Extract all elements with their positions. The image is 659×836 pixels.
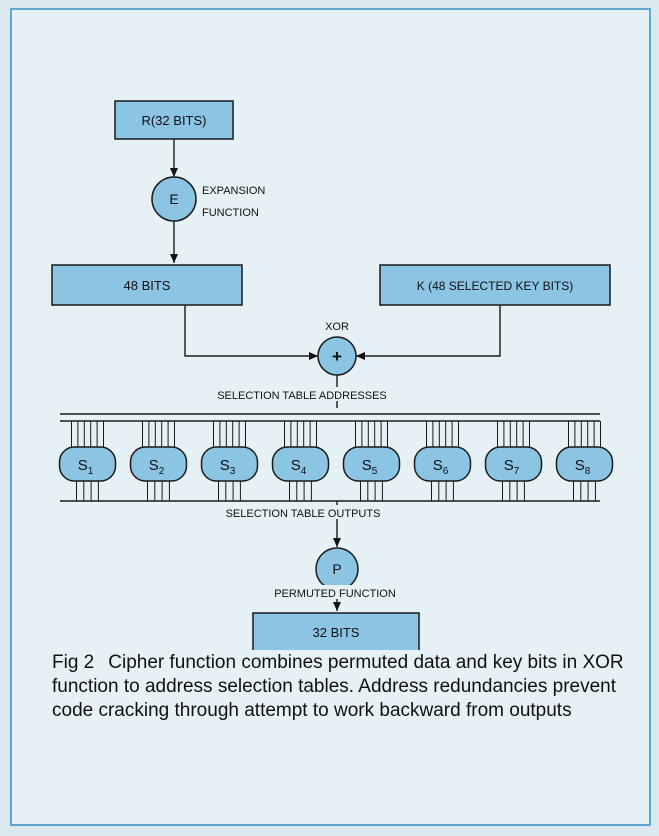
s6-box xyxy=(413,446,472,482)
key-label: K (48 SELECTED KEY BITS) xyxy=(417,279,574,293)
expansion-label-line2: FUNCTION xyxy=(202,207,259,219)
s5-box xyxy=(342,446,401,482)
bits32-label: 32 BITS xyxy=(313,625,360,640)
figure-frame xyxy=(10,8,651,826)
s7-subscript: 7 xyxy=(514,466,520,477)
selection-addresses-label-bg xyxy=(196,387,408,401)
key-box xyxy=(379,264,611,306)
permuted-label-bg xyxy=(265,585,405,599)
bits32-box xyxy=(252,612,420,650)
key-to-xor-arrow xyxy=(356,305,501,360)
s7-box xyxy=(484,446,543,482)
permuted-function-label: PERMUTED FUNCTION xyxy=(274,588,396,600)
permutation-circle-label: P xyxy=(332,561,341,577)
bits48-box xyxy=(51,264,243,306)
caption-text: Cipher function combines permuted data a… xyxy=(52,652,624,721)
s3-box xyxy=(200,446,259,482)
xor-symbol: + xyxy=(332,347,342,366)
s8-box xyxy=(555,446,614,482)
selection-outputs-label-bg xyxy=(214,505,392,519)
s2-subscript: 2 xyxy=(159,466,165,477)
cipher-function-diagram: R(32 BITS) E EXPANSION FUNCTION 48 BITS … xyxy=(51,100,614,650)
s4-box xyxy=(271,446,330,482)
s5-subscript: 5 xyxy=(372,466,378,477)
s1-box xyxy=(58,446,117,482)
s2-box xyxy=(129,446,188,482)
r-input-box xyxy=(114,100,234,140)
expansion-circle-label: E xyxy=(169,191,178,207)
figure-number: Fig 2 xyxy=(52,652,95,673)
selection-outputs-label: SELECTION TABLE OUTPUTS xyxy=(226,508,381,520)
bits48-to-xor-arrow xyxy=(184,305,318,360)
xor-label: XOR xyxy=(325,321,349,333)
r-input-label: R(32 BITS) xyxy=(141,113,206,128)
s3-subscript: 3 xyxy=(230,466,236,477)
s4-subscript: 4 xyxy=(301,466,307,477)
s8-subscript: 8 xyxy=(585,466,591,477)
expansion-label-line1: EXPANSION xyxy=(202,185,265,197)
bits48-label: 48 BITS xyxy=(124,278,171,293)
s6-subscript: 6 xyxy=(443,466,449,477)
selection-addresses-label: SELECTION TABLE ADDRESSES xyxy=(217,390,387,402)
s1-subscript: 1 xyxy=(88,466,94,477)
